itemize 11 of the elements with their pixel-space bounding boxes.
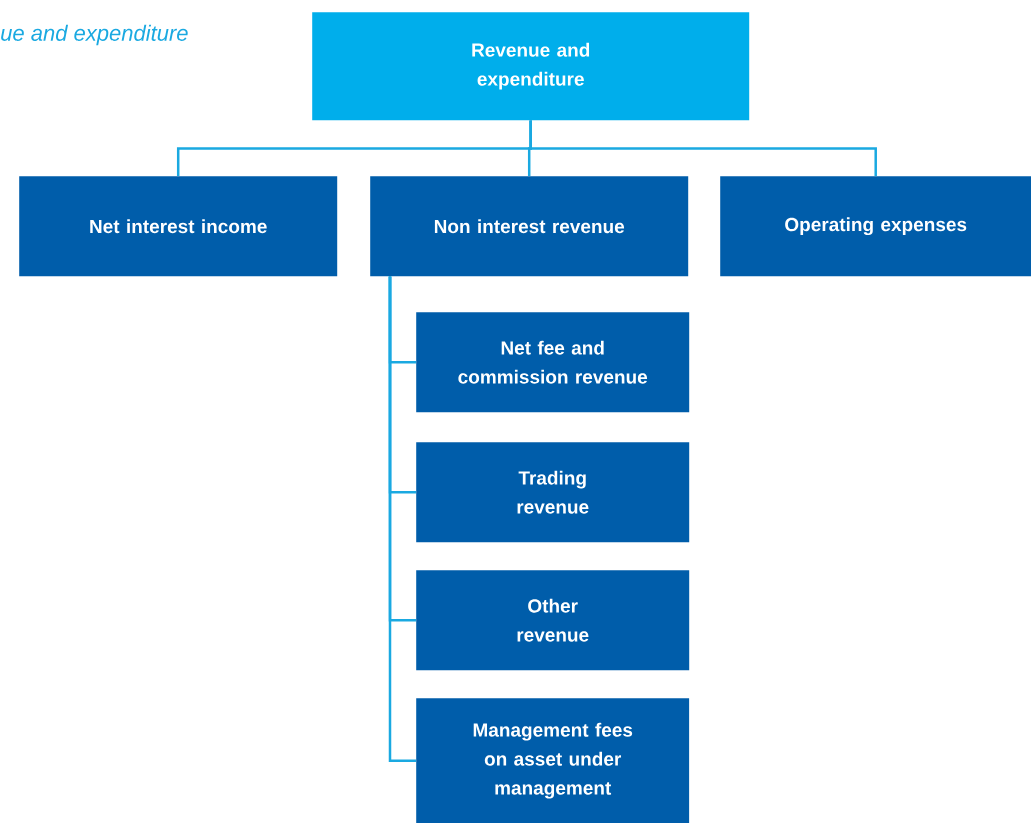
category-box: Net interest income <box>19 176 338 277</box>
category-box: Operating expenses <box>720 176 1031 277</box>
category-box: Management fees on asset under management <box>416 698 690 823</box>
connector-line <box>529 120 877 176</box>
category-box: Non interest revenue <box>370 176 689 277</box>
category-box: Revenue and expenditure <box>312 12 750 121</box>
category-box: Other revenue <box>416 570 690 671</box>
category-box: Net fee and commission revenue <box>416 312 690 413</box>
category-box: Trading revenue <box>416 442 690 543</box>
connector-line <box>388 276 416 762</box>
heading: ue and expenditure <box>1 24 188 46</box>
